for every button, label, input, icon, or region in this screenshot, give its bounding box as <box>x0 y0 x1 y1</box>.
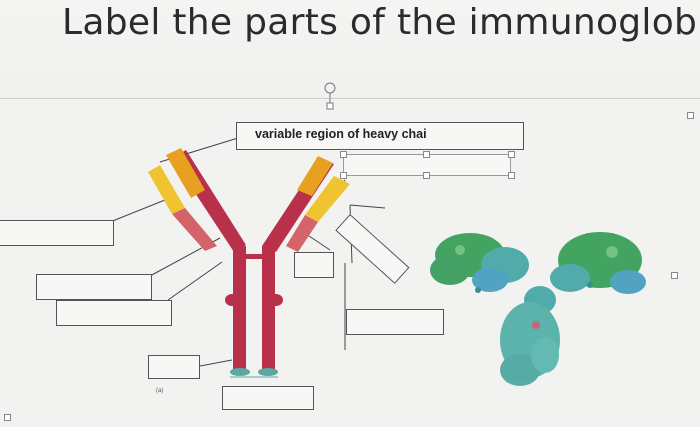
label-box-left-1[interactable] <box>0 220 114 246</box>
label-box-variable-heavy[interactable]: variable region of heavy chai <box>236 122 524 150</box>
label-box-bottom[interactable] <box>222 386 314 410</box>
page-title: Label the parts of the immunoglobin <box>62 2 700 43</box>
slide-handle[interactable] <box>671 272 678 279</box>
protein-structure-image <box>430 232 646 386</box>
variable-heavy-label: variable region of heavy chai <box>255 127 427 141</box>
label-box-hinge[interactable] <box>294 252 334 278</box>
resize-handle[interactable] <box>340 172 347 179</box>
resize-handle[interactable] <box>508 172 515 179</box>
label-box-left-2[interactable] <box>36 274 152 300</box>
rotate-handle-icon <box>324 82 336 110</box>
slide-handle[interactable] <box>4 414 11 421</box>
figure-letter: (a) <box>156 388 164 394</box>
label-box-right[interactable] <box>346 309 444 335</box>
slide-handle[interactable] <box>687 112 694 119</box>
label-box-left-4[interactable] <box>148 355 200 379</box>
resize-handle[interactable] <box>508 151 515 158</box>
label-box-left-3[interactable] <box>56 300 172 326</box>
resize-handle[interactable] <box>423 172 430 179</box>
resize-handle[interactable] <box>340 151 347 158</box>
resize-handle[interactable] <box>423 151 430 158</box>
antibody-y-shape <box>148 148 350 378</box>
